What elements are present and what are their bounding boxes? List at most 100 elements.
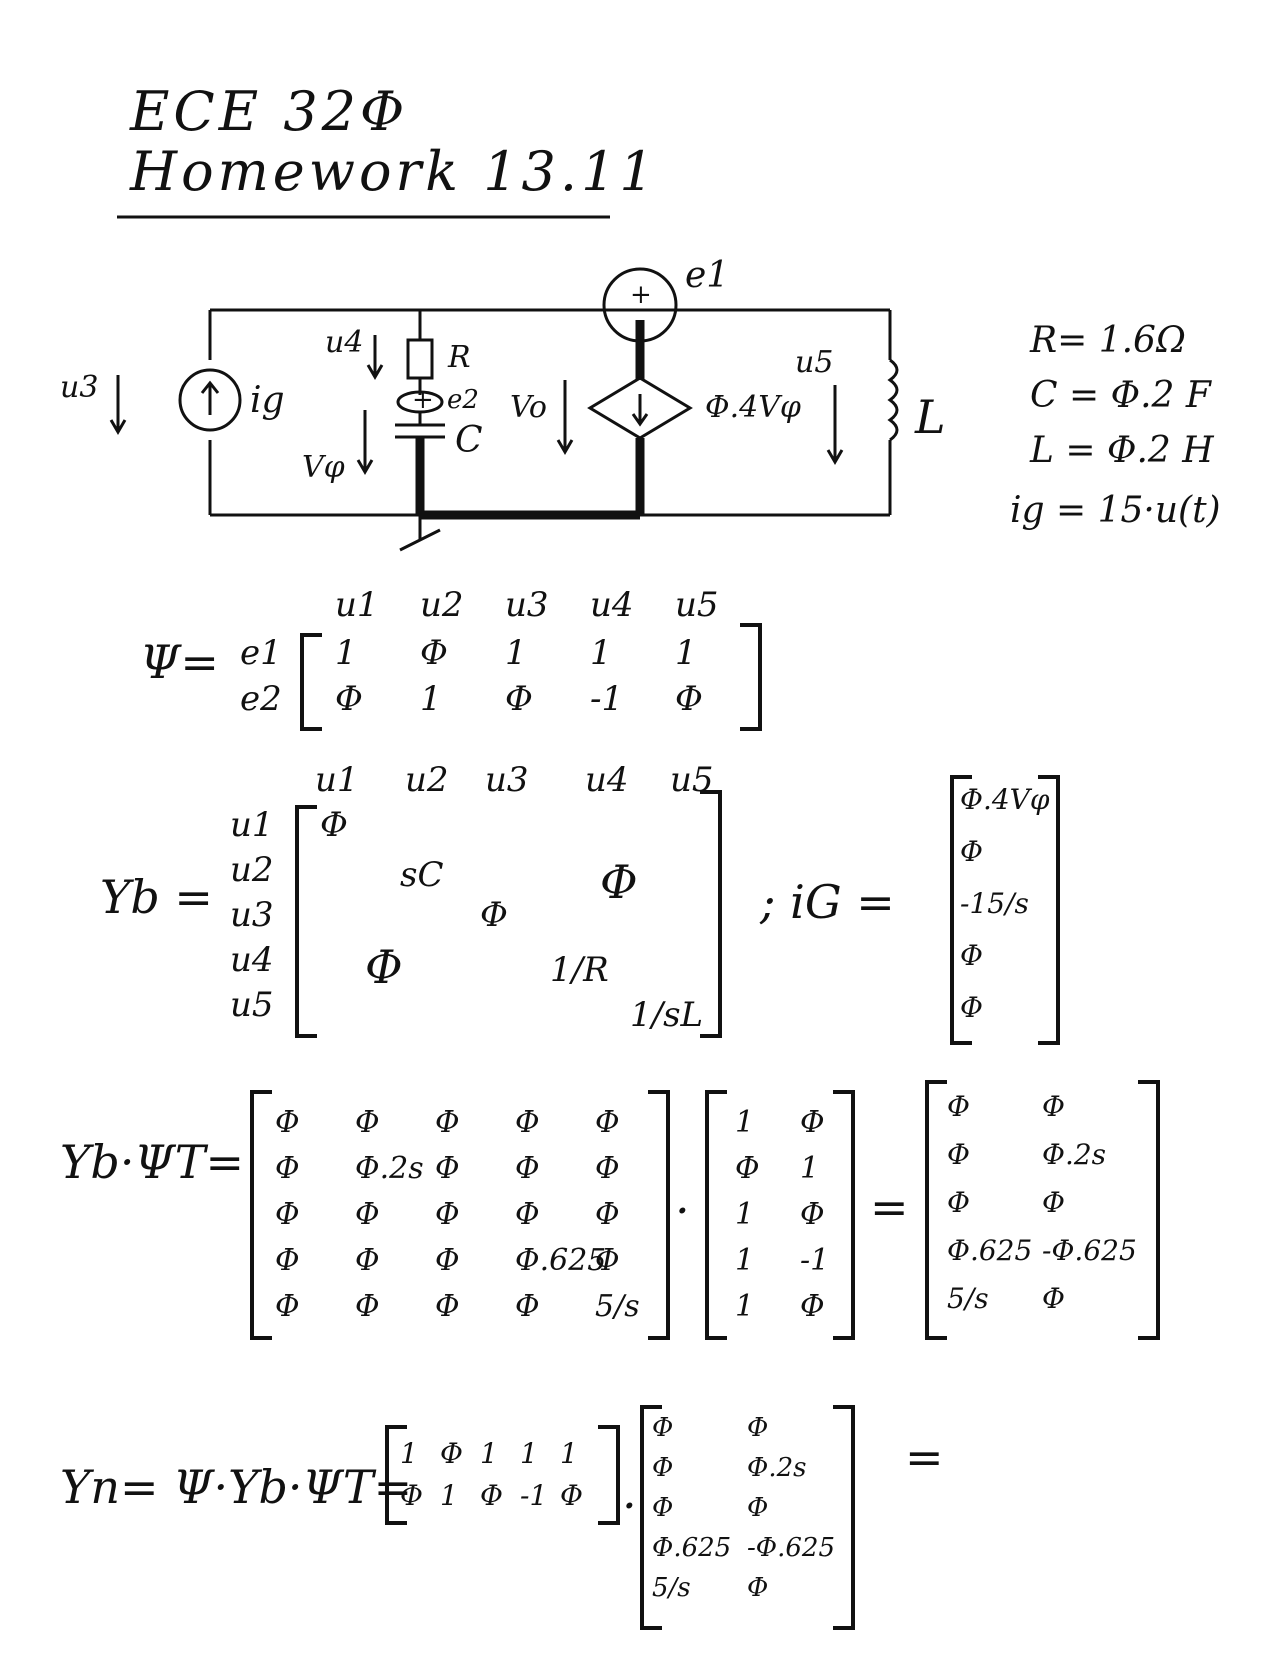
yb-d1: Φ [320,805,348,845]
yn-m2-cell: Φ.625 [652,1533,732,1563]
ybpsit-m1-cell: Φ [355,1197,380,1232]
ybpsit-m1-cell: 5/s [595,1289,640,1324]
ybpsit-result-cell: 5/s [947,1282,989,1315]
ybpsit-eq: = [870,1180,909,1234]
ybpsit-result-cell: Φ [947,1186,970,1219]
yn-m1-cell: 1 [480,1437,498,1470]
yn-m1-cell: Φ [560,1479,583,1512]
yn-m2-bracket-right [833,1405,855,1630]
ybpsit-m1-cell: Φ [355,1289,380,1324]
label-r: R [448,340,471,375]
ybpsit-result-cell: Φ [947,1090,970,1123]
psi-cell: -1 [590,679,624,719]
label-u5: u5 [795,345,834,380]
psi-cell: Φ [675,679,703,719]
yn-m1-cell: -1 [520,1479,548,1512]
circuit-diagram [109,215,899,552]
ybpsit-m1-cell: Φ.625 [515,1243,607,1278]
ybpsit-result-cell: Φ [947,1138,970,1171]
ybpsit-m1-cell: Φ [355,1105,380,1140]
yb-bracket-left [295,805,317,1038]
ybpsit-m2-bracket-right [833,1090,855,1340]
ybpsit-m2-cell: 1 [735,1289,755,1324]
yb-d2: sC [400,855,444,895]
ybpsit-m1-cell: Φ [515,1289,540,1324]
ybpsit-m1-cell: Φ [515,1105,540,1140]
ybpsit-result-cell: Φ [1042,1186,1065,1219]
psi-bracket-right [740,623,762,731]
ybpsit-m1-cell: Φ [355,1243,380,1278]
psi-col-header: u5 [675,585,719,625]
ybpsit-m1-cell: Φ [595,1105,620,1140]
param-r: R= 1.6Ω [1030,320,1186,361]
ybpsit-m1-cell: Φ [595,1197,620,1232]
yn-m2-cell: Φ [652,1493,674,1523]
label-e1-plus: + [630,280,652,310]
yn-m1-cell: 1 [520,1437,538,1470]
yb-lower-zero: Φ [365,940,403,994]
psi-col-header: u4 [590,585,634,625]
label-e1: e1 [685,255,730,296]
ybpsit-m1-bracket-left [250,1090,272,1340]
label-vo: Vo [510,390,547,425]
ybpsit-result-cell: Φ.2s [1042,1138,1107,1171]
yn-m1-bracket-right [598,1425,620,1525]
yn-m1-cell: 1 [560,1437,578,1470]
ybpsit-m1-cell: Φ [275,1151,300,1186]
yn-m2-cell: -Φ.625 [747,1533,835,1563]
ybpsit-m1-cell: Φ [275,1197,300,1232]
psi-bracket-left [300,633,322,731]
param-l: L = Φ.2 H [1030,430,1214,471]
ig-vector-cell: Φ [960,939,983,972]
psi-cell: 1 [590,633,612,673]
yb-col-u1: u1 [315,760,359,800]
label-vphi: Vφ [302,450,345,485]
resistor-r [406,338,434,380]
ybpsit-result-cell: Φ.625 [947,1234,1033,1267]
ybpsit-m1-cell: Φ [275,1289,300,1324]
label-ig: ig [250,380,285,421]
ig-vector-cell: Φ [960,835,983,868]
psi-lhs: Ψ= [140,635,219,689]
yn-m2-bracket-left [640,1405,662,1630]
yn-m2-cell: Φ [747,1493,769,1523]
ig-vector-cell: Φ [960,991,983,1024]
current-source-ig [178,368,242,432]
ybpsit-m1-cell: Φ [435,1197,460,1232]
psi-cell: 1 [505,633,527,673]
yn-m1-cell: 1 [440,1479,458,1512]
yb-matrix: u1 u2 u3 u4 u5 u1 u2 u3 u4 u5 Φ sC Φ 1/R… [230,760,730,1060]
ig-vec-lhs: ; iG = [760,875,895,929]
label-c: C [455,420,483,461]
psi-cell: 1 [675,633,697,673]
yn-m2-cell: 5/s [652,1573,691,1603]
course-title: ECE 32Φ [130,80,409,143]
psi-row-header: e2 [240,679,282,719]
ybpsit-m2-cell: 1 [735,1243,755,1278]
ybpsit-m2-cell: 1 [735,1197,755,1232]
param-c: C = Φ.2 F [1030,375,1211,416]
psi-row-header: e1 [240,633,282,673]
yb-row-u2: u2 [230,850,274,890]
ybpsit-m2-cell: -1 [800,1243,830,1278]
ybpsit-m1-cell: Φ [595,1151,620,1186]
ybpsit-m2-cell: 1 [735,1105,755,1140]
yn-m1-cell: 1 [400,1437,418,1470]
ig-vector-bracket-right [1038,775,1060,1045]
param-ig: ig = 15·u(t) [1010,490,1221,531]
ybpsit-result-cell: -Φ.625 [1042,1234,1137,1267]
yn-m1-bracket-left [385,1425,407,1525]
psi-cell: 1 [420,679,442,719]
yn-m2-cell: Φ [652,1453,674,1483]
yn-m1-cell: Φ [480,1479,503,1512]
ybpsit-m1-bracket-right [648,1090,670,1340]
yb-upper-zero: Φ [600,855,638,909]
ground-symbol [399,528,441,552]
ybpsit-lhs: Yb·ΨT= [60,1135,244,1189]
yn-m1-cell: Φ [400,1479,423,1512]
homework-title: Homework 13.11 [130,140,658,203]
